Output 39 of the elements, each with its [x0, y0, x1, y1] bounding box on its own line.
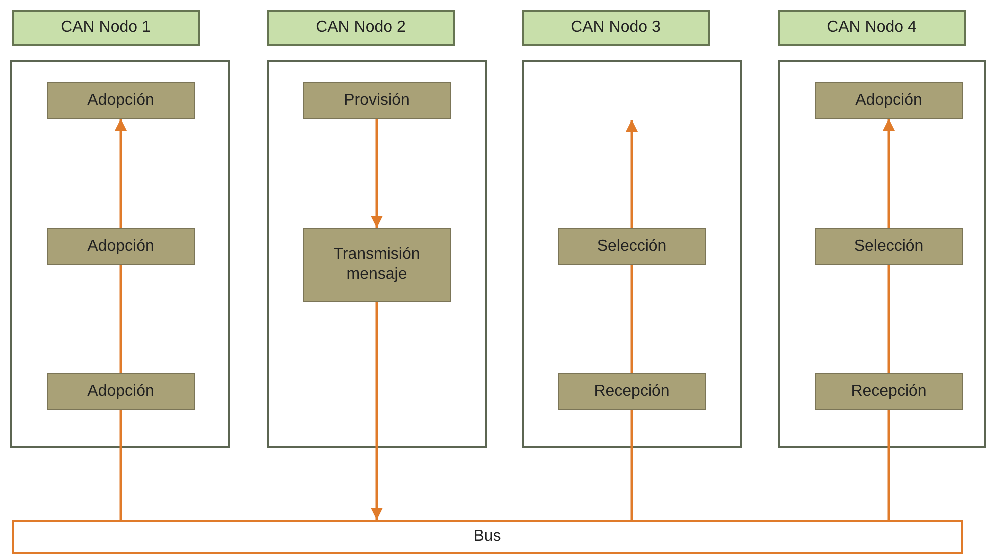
process-box — [815, 373, 963, 410]
arrow — [115, 119, 127, 228]
node-label: Selección — [597, 236, 667, 256]
node-header — [778, 10, 966, 46]
arrow — [371, 302, 383, 520]
process-box — [558, 373, 706, 410]
arrow — [371, 119, 383, 228]
node-header — [12, 10, 200, 46]
process-box — [303, 82, 451, 119]
process-box — [815, 228, 963, 265]
node-header — [522, 10, 710, 46]
node-label: Selección — [854, 236, 924, 256]
node-panel — [267, 60, 487, 448]
node-label: Adopción — [856, 90, 922, 110]
node-label: CAN Nodo 2 — [316, 18, 406, 38]
node-panel — [778, 60, 986, 448]
node-label: CAN Nodo 3 — [571, 18, 661, 38]
arrow — [883, 119, 895, 228]
process-box — [558, 228, 706, 265]
node-panel — [10, 60, 230, 448]
node-label: CAN Nodo 4 — [827, 18, 917, 38]
process-box — [47, 82, 195, 119]
node-label: Adopción — [88, 90, 154, 110]
node-label: Provisión — [344, 90, 410, 110]
node-label: Adopción — [88, 236, 154, 256]
process-box — [47, 228, 195, 265]
node-label: Adopción — [88, 382, 154, 402]
node-label: Recepción — [594, 382, 670, 402]
arrow — [626, 120, 638, 228]
process-box — [815, 82, 963, 119]
node-header — [267, 10, 455, 46]
node-panel — [522, 60, 742, 448]
node-label: Recepción — [851, 382, 927, 402]
process-box — [47, 373, 195, 410]
node-label: Transmisión mensaje — [332, 245, 422, 285]
node-label: Bus — [474, 527, 502, 547]
bus-bar — [12, 520, 963, 554]
node-label: CAN Nodo 1 — [61, 18, 151, 38]
process-box — [303, 228, 451, 302]
